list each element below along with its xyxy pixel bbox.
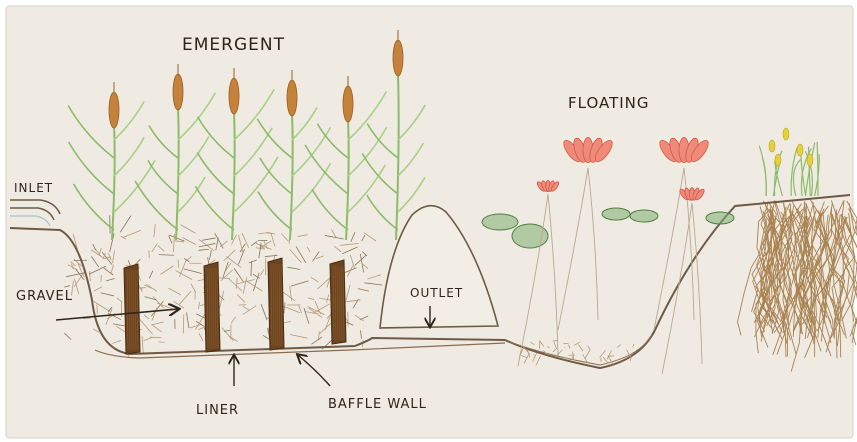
label-baffle-wall: BAFFLE WALL [328, 397, 427, 412]
yellow-flower-5 [775, 154, 781, 166]
label-emergent: EMERGENT [182, 35, 285, 55]
label-gravel: GRAVEL [16, 289, 73, 304]
yellow-flower-4 [807, 154, 813, 166]
label-outlet: OUTLET [410, 286, 463, 300]
label-liner: LINER [196, 403, 239, 418]
label-floating: FLOATING [568, 94, 650, 112]
yellow-flower-3 [797, 144, 803, 156]
yellow-flower-1 [783, 128, 789, 140]
label-inlet: INLET [14, 181, 53, 195]
lily-pad-5 [706, 212, 734, 224]
yellow-flower-2 [769, 140, 775, 152]
lily-pad-4 [630, 210, 658, 222]
lily-pad-1 [482, 214, 518, 230]
lily-pad-3 [602, 208, 630, 220]
